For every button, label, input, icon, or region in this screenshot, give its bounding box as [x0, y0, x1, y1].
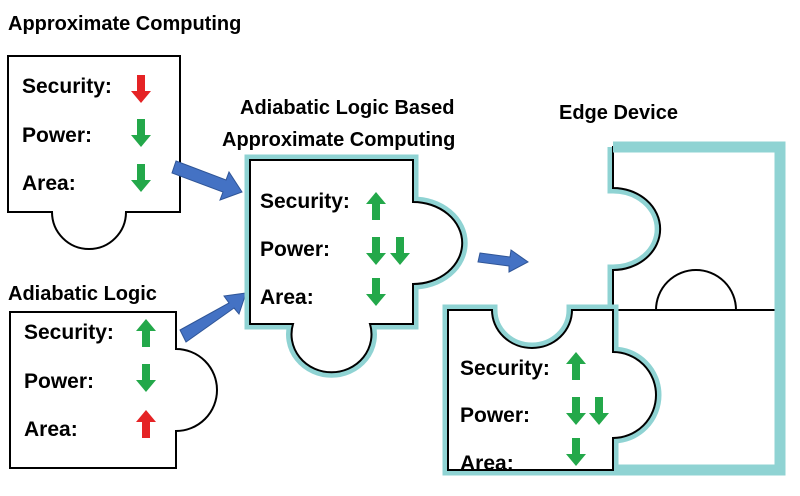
combined-piece: Adiabatic Logic Based Approximate Comput… — [222, 97, 468, 378]
combined-title-line2: Approximate Computing — [222, 129, 455, 151]
approx-area-label: Area: — [22, 172, 76, 195]
flow-arrow-approx-to-combined — [171, 160, 243, 201]
edge-area-label: Area: — [460, 452, 514, 475]
flow-arrow-adiabatic-to-combined — [179, 292, 247, 343]
edge-device: Edge Device Security: Power: Area: — [442, 102, 786, 476]
combined-security-label: Security: — [260, 190, 350, 213]
combined-title-line1: Adiabatic Logic Based — [240, 97, 455, 119]
approx-computing-piece: Approximate Computing Security: Power: A… — [7, 13, 241, 250]
edge-device-title: Edge Device — [559, 102, 678, 124]
adiabatic-area-label: Area: — [24, 418, 78, 441]
adiabatic-power-label: Power: — [24, 370, 94, 393]
approx-computing-title: Approximate Computing — [8, 13, 241, 35]
edge-security-label: Security: — [460, 357, 550, 380]
combined-area-label: Area: — [260, 286, 314, 309]
adiabatic-puzzle-outline — [9, 311, 218, 469]
approx-puzzle-outline — [7, 55, 181, 250]
adiabatic-logic-piece: Adiabatic Logic Security: Power: Area: — [8, 283, 218, 469]
flow-arrows — [171, 160, 529, 343]
adiabatic-security-label: Security: — [24, 321, 114, 344]
combined-power-label: Power: — [260, 238, 330, 261]
flow-arrow-combined-to-edge — [477, 249, 529, 273]
approx-power-label: Power: — [22, 124, 92, 147]
adiabatic-logic-title: Adiabatic Logic — [8, 283, 157, 305]
edge-bottom-left-outline — [447, 309, 657, 471]
edge-top-right-outline — [612, 146, 781, 311]
combined-puzzle-outline — [249, 159, 464, 374]
approx-security-label: Security: — [22, 75, 112, 98]
edge-power-label: Power: — [460, 404, 530, 427]
